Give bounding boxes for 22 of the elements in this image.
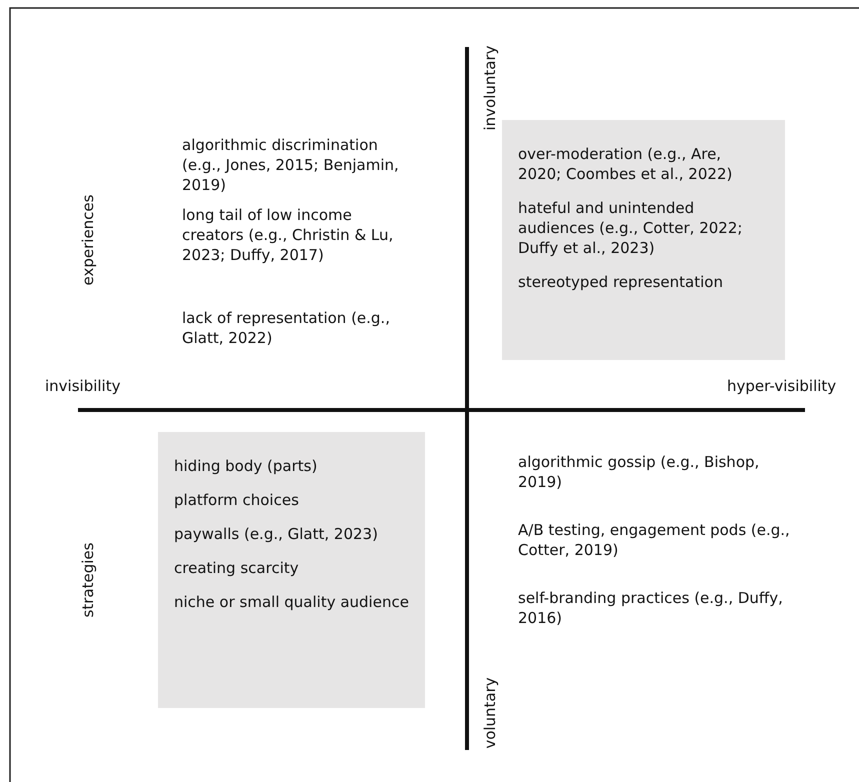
item-text: hiding body (parts) bbox=[174, 456, 318, 476]
quadrant-item-text: self-branding practices (e.g., Duffy, 2016) bbox=[518, 588, 784, 628]
quadrant-item-text: long tail of low income creators (e.g., Christin & Lu, 2023; Duffy, 2017) bbox=[182, 205, 394, 265]
quadrant-item-text: algorithmic discrimination (e.g., Jones, 2015; Benjamin, 2019) bbox=[182, 135, 400, 195]
shaded-panel bbox=[158, 432, 425, 708]
axis-label: hyper-visibility bbox=[727, 376, 836, 396]
axis-label: experiences bbox=[78, 194, 98, 286]
quadrant-item-text: lack of representation (e.g., Glatt, 2022) bbox=[182, 308, 391, 348]
quadrant-item-text: algorithmic gossip (e.g., Bishop, 2019) bbox=[518, 452, 760, 492]
item-text: creating scarcity bbox=[174, 558, 300, 578]
item-text: platform choices bbox=[174, 490, 300, 510]
quadrant-item-text: A/B testing, engagement pods (e.g., Cotter, 2019) bbox=[518, 520, 791, 560]
axis-label: voluntary bbox=[480, 677, 500, 749]
shaded-panel bbox=[502, 120, 785, 360]
item-text: over-moderation (e.g., Are, 2020; Coombes et al., 2022) bbox=[518, 144, 734, 184]
item-text: hateful and unintended audiences (e.g., Cotter, 2022; Duffy et al., 2023) bbox=[518, 198, 744, 258]
item-text: stereotyped representation bbox=[518, 272, 724, 292]
axis-label: strategies bbox=[78, 542, 98, 618]
axis-label: invisibility bbox=[45, 376, 120, 396]
item-text: niche or small quality audience bbox=[174, 592, 409, 612]
item-text: paywalls (e.g., Glatt, 2023) bbox=[174, 524, 379, 544]
axis-label: involuntary bbox=[480, 45, 500, 131]
